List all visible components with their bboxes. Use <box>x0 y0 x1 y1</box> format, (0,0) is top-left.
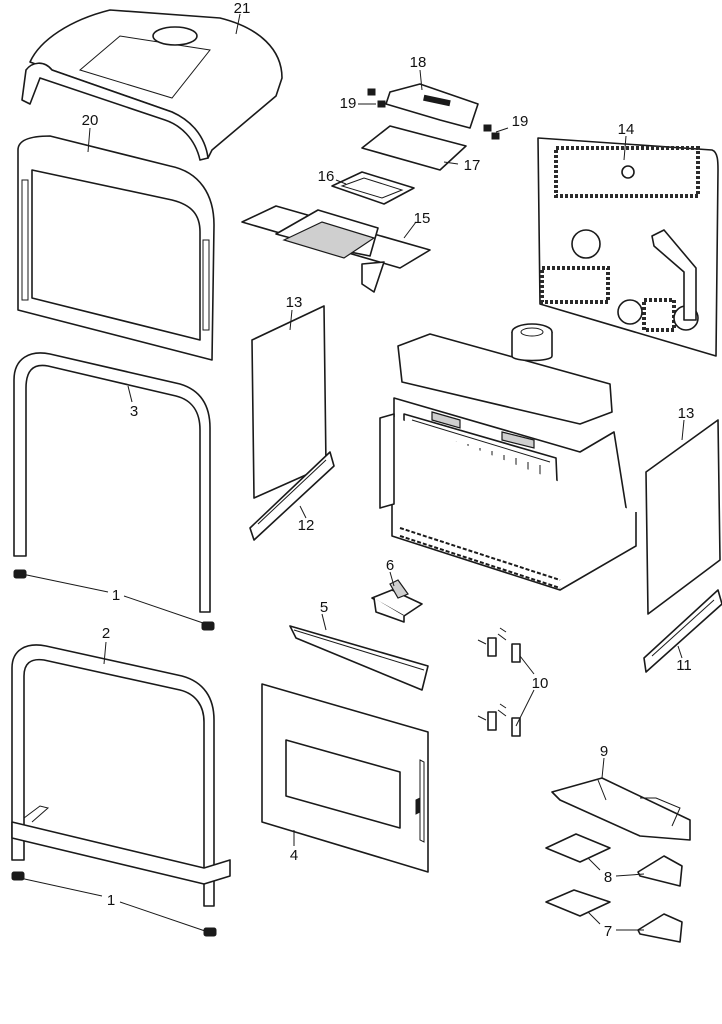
callout-9: 9 <box>600 743 608 760</box>
callout-19-right: 19 <box>512 113 529 130</box>
callout-5: 5 <box>320 599 328 616</box>
stove-body <box>379 333 637 591</box>
callout-8: 8 <box>604 869 612 886</box>
callout-16: 16 <box>318 168 335 185</box>
callout-21: 21 <box>234 0 251 17</box>
part-7-plates <box>545 889 683 943</box>
callout-15: 15 <box>414 210 431 227</box>
part-8-plates <box>545 833 683 887</box>
part-6-bracket <box>371 579 423 623</box>
part-9-ash-pan <box>551 777 691 841</box>
callout-4: 4 <box>290 847 298 864</box>
callout-7: 7 <box>604 923 612 940</box>
callout-20: 20 <box>82 112 99 129</box>
part-18-top-plate <box>385 83 479 129</box>
callout-10: 10 <box>532 675 549 692</box>
part-15-baffle-assembly <box>241 205 431 293</box>
callout-12: 12 <box>298 517 315 534</box>
flue-collar <box>511 323 553 362</box>
part-17-plate <box>361 125 467 171</box>
callout-1-upper: 1 <box>112 587 120 604</box>
part-21-top-cover <box>21 9 283 161</box>
callout-14: 14 <box>618 121 635 138</box>
part-4-door <box>261 683 429 873</box>
callout-13-right: 13 <box>678 405 695 422</box>
part-19-fasteners <box>367 88 500 140</box>
callout-11: 11 <box>676 657 692 674</box>
callout-2: 2 <box>102 625 110 642</box>
callout-13-left: 13 <box>286 294 303 311</box>
part-16-gasket <box>331 171 415 205</box>
callout-19-left: 19 <box>340 95 357 112</box>
part-3-upper-frame <box>13 352 215 631</box>
part-11-right-rail <box>643 589 722 673</box>
part-20-front-frame <box>17 135 215 361</box>
callout-6: 6 <box>386 557 394 574</box>
part-10-latches <box>477 627 521 737</box>
callout-1-lower: 1 <box>107 892 115 909</box>
part-13-right-side-panel <box>645 419 721 615</box>
part-12-left-rail <box>249 451 335 541</box>
callout-18: 18 <box>410 54 427 71</box>
callout-17: 17 <box>464 157 481 174</box>
part-5-ash-lip <box>289 625 429 691</box>
part-14-rear-panel <box>537 137 719 357</box>
callout-3: 3 <box>130 403 138 420</box>
part-2-lower-frame <box>11 644 231 937</box>
